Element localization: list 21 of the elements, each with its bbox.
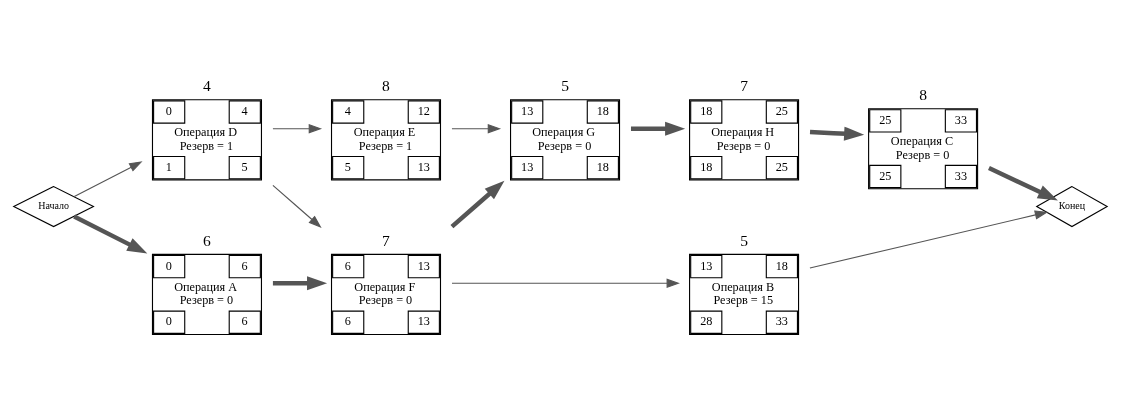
arrow xyxy=(73,214,148,254)
arrow xyxy=(272,184,322,228)
node-label: 8 xyxy=(919,86,927,104)
node-label: 8 xyxy=(382,77,390,95)
arrow xyxy=(451,124,502,134)
node-diamond: Начало xyxy=(12,185,95,228)
node-label: 6 xyxy=(203,231,211,249)
arrow xyxy=(450,180,505,229)
node-label: 4 xyxy=(203,77,211,95)
node-label: 7 xyxy=(382,231,390,249)
arrow xyxy=(809,126,865,141)
arrow xyxy=(272,124,323,134)
arrow xyxy=(809,210,1049,269)
node-label: 5 xyxy=(740,231,748,249)
node-label: 5 xyxy=(561,77,569,95)
arrow xyxy=(631,121,686,136)
node-label: 7 xyxy=(740,77,748,95)
arrow xyxy=(272,276,328,291)
arrow xyxy=(988,166,1058,201)
arrow xyxy=(73,161,143,198)
arrow xyxy=(451,278,680,288)
